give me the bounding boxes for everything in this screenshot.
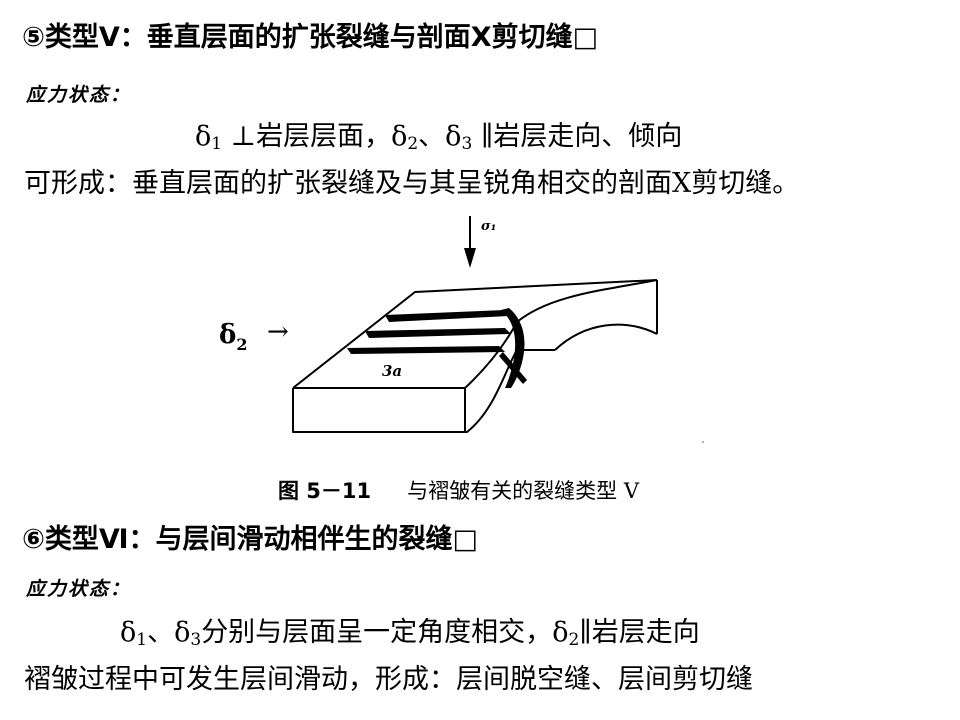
- stress-equation-6: δ1、δ3分别与层面呈一定角度相交，δ2∥岩层走向: [120, 616, 700, 650]
- sigma-1-label: σ₁: [481, 219, 496, 234]
- delta-subscript: 3: [461, 134, 473, 154]
- figure-title: 与褶皱有关的裂缝类型 Ⅴ: [407, 479, 639, 503]
- delta-subscript: 2: [407, 134, 419, 154]
- fold-block: [292, 279, 658, 433]
- stress-state-label-6: 应力状态：: [26, 578, 132, 600]
- delta-symbol: δ: [391, 121, 408, 152]
- delta-symbol: δ: [174, 617, 191, 648]
- fold-fracture-diagram: σ₁ δ2 → 3a: [219, 216, 704, 443]
- speck: [702, 441, 704, 443]
- sigma-arrow-head: [464, 248, 476, 268]
- delta-subscript: 1: [136, 630, 148, 650]
- equation-text: ∥岩层走向: [579, 617, 700, 648]
- delta-2-arrow: →: [267, 317, 289, 347]
- delta-symbol: δ: [195, 121, 212, 152]
- block-label-3a: 3a: [382, 362, 402, 380]
- equation-text: ⊥岩层层面，: [222, 121, 392, 152]
- delta-subscript: 3: [190, 630, 202, 650]
- figure-number: 图 5－11: [278, 479, 372, 503]
- equation-text: ∥岩层走向、倾向: [472, 121, 683, 152]
- delta-2-label: δ2: [219, 320, 247, 354]
- section-6-description: 褶皱过程中可发生层间滑动，形成：层间脱空缝、层间剪切缝: [24, 664, 753, 695]
- section-5-description: 可形成：垂直层面的扩张裂缝及与其呈锐角相交的剖面X剪切缝。: [24, 168, 800, 199]
- stress-state-label-5: 应力状态：: [26, 84, 132, 106]
- equation-text: 分别与层面呈一定角度相交，: [201, 617, 553, 648]
- delta-subscript: 2: [568, 630, 580, 650]
- section-6-heading: ⑥类型Ⅵ：与层间滑动相伴生的裂缝□: [22, 524, 479, 555]
- fracture-bands: [347, 308, 527, 388]
- delta-symbol: δ: [552, 617, 569, 648]
- section-5-heading: ⑤类型Ⅴ：垂直层面的扩张裂缝与剖面X剪切缝□: [22, 22, 599, 53]
- equation-text: 、: [418, 121, 446, 152]
- delta-symbol: δ: [445, 121, 462, 152]
- stress-equation-5: δ1 ⊥岩层层面，δ2、δ3 ∥岩层走向、倾向: [195, 120, 682, 154]
- equation-text: 、: [147, 617, 175, 648]
- delta-symbol: δ: [120, 617, 137, 648]
- figure-caption: 图 5－11 与褶皱有关的裂缝类型 Ⅴ: [278, 478, 639, 504]
- delta-subscript: 1: [211, 134, 223, 154]
